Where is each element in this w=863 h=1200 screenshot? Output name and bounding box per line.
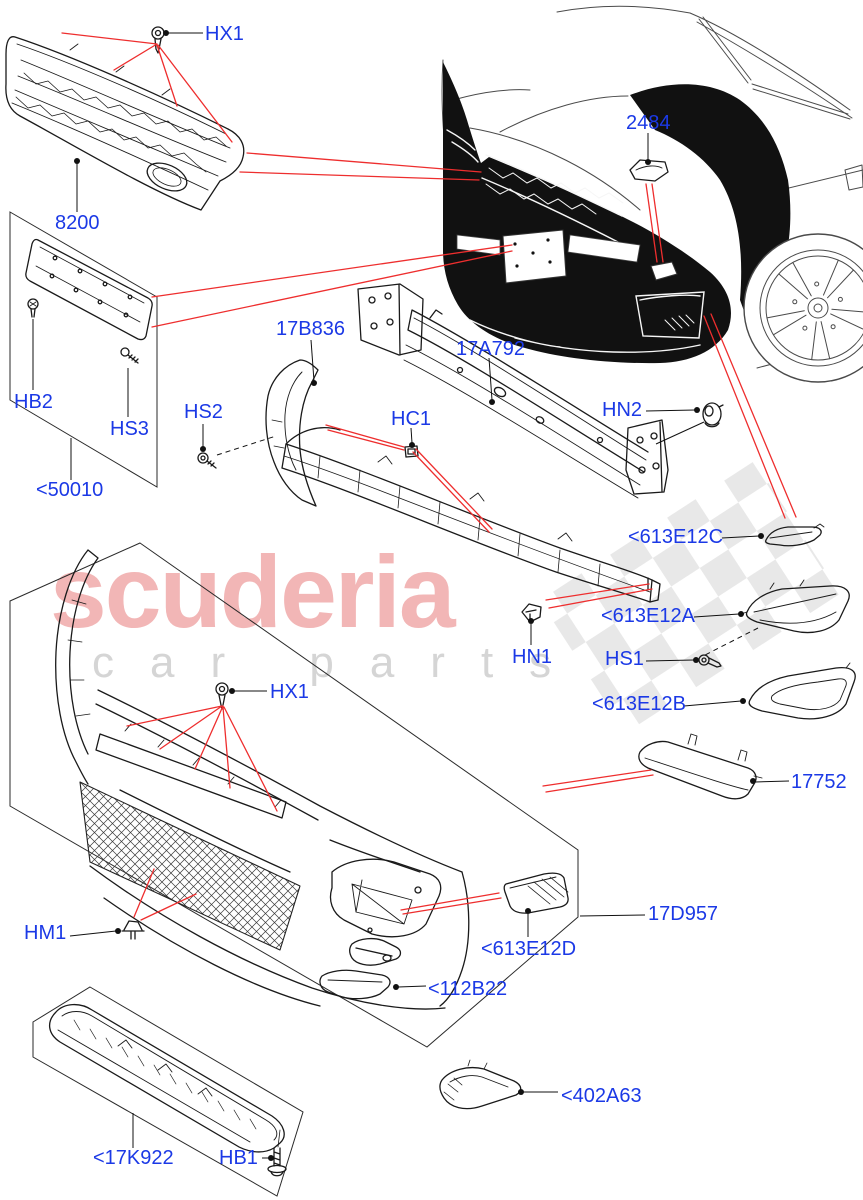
part-label-hs2: HS2 [184,401,223,423]
part-label-613e12b: <613E12B [592,693,686,715]
grille-badge [146,162,188,192]
part-label-613e12a: <613E12A [601,605,695,627]
part-label-112b22: <112B22 [428,978,508,1000]
valance-box [32,986,304,1197]
part-label-17752: 17752 [791,771,847,793]
part-label-hb2: HB2 [14,391,53,413]
part-label-17b836: 17B836 [276,318,345,340]
watermark-title: scuderia [50,535,456,649]
bumper-cover-part [55,549,470,1010]
part-label-17k922: <17K922 [93,1147,174,1169]
part-label-8200: 8200 [55,212,100,234]
front-fascia-silhouette [443,62,731,364]
energy-absorber [281,427,661,603]
bumper-cover-box [9,542,579,1048]
part-label-17d957: 17D957 [648,903,719,925]
fog-bezel-d [503,872,569,914]
part-label-613e12c: <613E12C [628,526,724,548]
plate-bracket-part [25,238,153,341]
hx1-screw-icon-lower [215,682,229,710]
hn2-grommet-icon [702,402,724,428]
watermark-subtitle: car parts [92,638,588,687]
lower-trim-17752 [638,733,763,800]
valance-panel-part [49,1003,285,1153]
vehicle-drawing [441,5,863,383]
license-plate [502,229,567,284]
washer-jet-on-bumper [650,261,678,281]
grille-drawing [5,36,245,211]
part-label-50010: <50010 [36,479,104,501]
part-label-hx1-top: HX1 [205,23,244,45]
washer-cover-part [629,159,669,182]
fender-silhouette [630,84,791,323]
front-wheel [743,233,863,383]
watermark-checkered-flag [539,461,841,733]
part-label-17a792: 17A792 [456,338,525,360]
part-label-613e12d: <613E12D [481,938,577,960]
plate-bracket-box [9,211,158,488]
hs3-screw-icon [120,347,139,364]
callout-dots [74,30,764,1161]
hb1-bolt-icon [267,1129,287,1177]
part-label-hc1: HC1 [391,408,432,430]
black-leader-lines [32,32,790,1159]
hm1-clip-icon [121,920,145,940]
bracket-402a63 [439,1059,522,1110]
hs2-screw-icon [197,452,217,469]
part-label-2484: 2484 [626,112,671,134]
tow-eye-cover [319,969,391,1000]
part-label-hs3: HS3 [110,418,149,440]
red-leader-lines [61,32,797,921]
part-label-402a63: <402A63 [561,1085,642,1107]
part-label-hm1: HM1 [24,922,67,944]
dashed-leader-lines [216,435,759,656]
part-label-hs1: HS1 [605,648,644,670]
part-label-hn2: HN2 [602,399,643,421]
part-label-hx1-lower: HX1 [270,681,309,703]
reinforcement-beam [357,283,669,499]
side-mount-bracket [265,359,319,507]
trim-strip-c [764,523,825,547]
part-label-hn1: HN1 [512,646,553,668]
part-label-hb1: HB1 [219,1147,258,1169]
hb2-screw-icon [27,298,39,318]
trim-bezel-b [748,662,856,720]
